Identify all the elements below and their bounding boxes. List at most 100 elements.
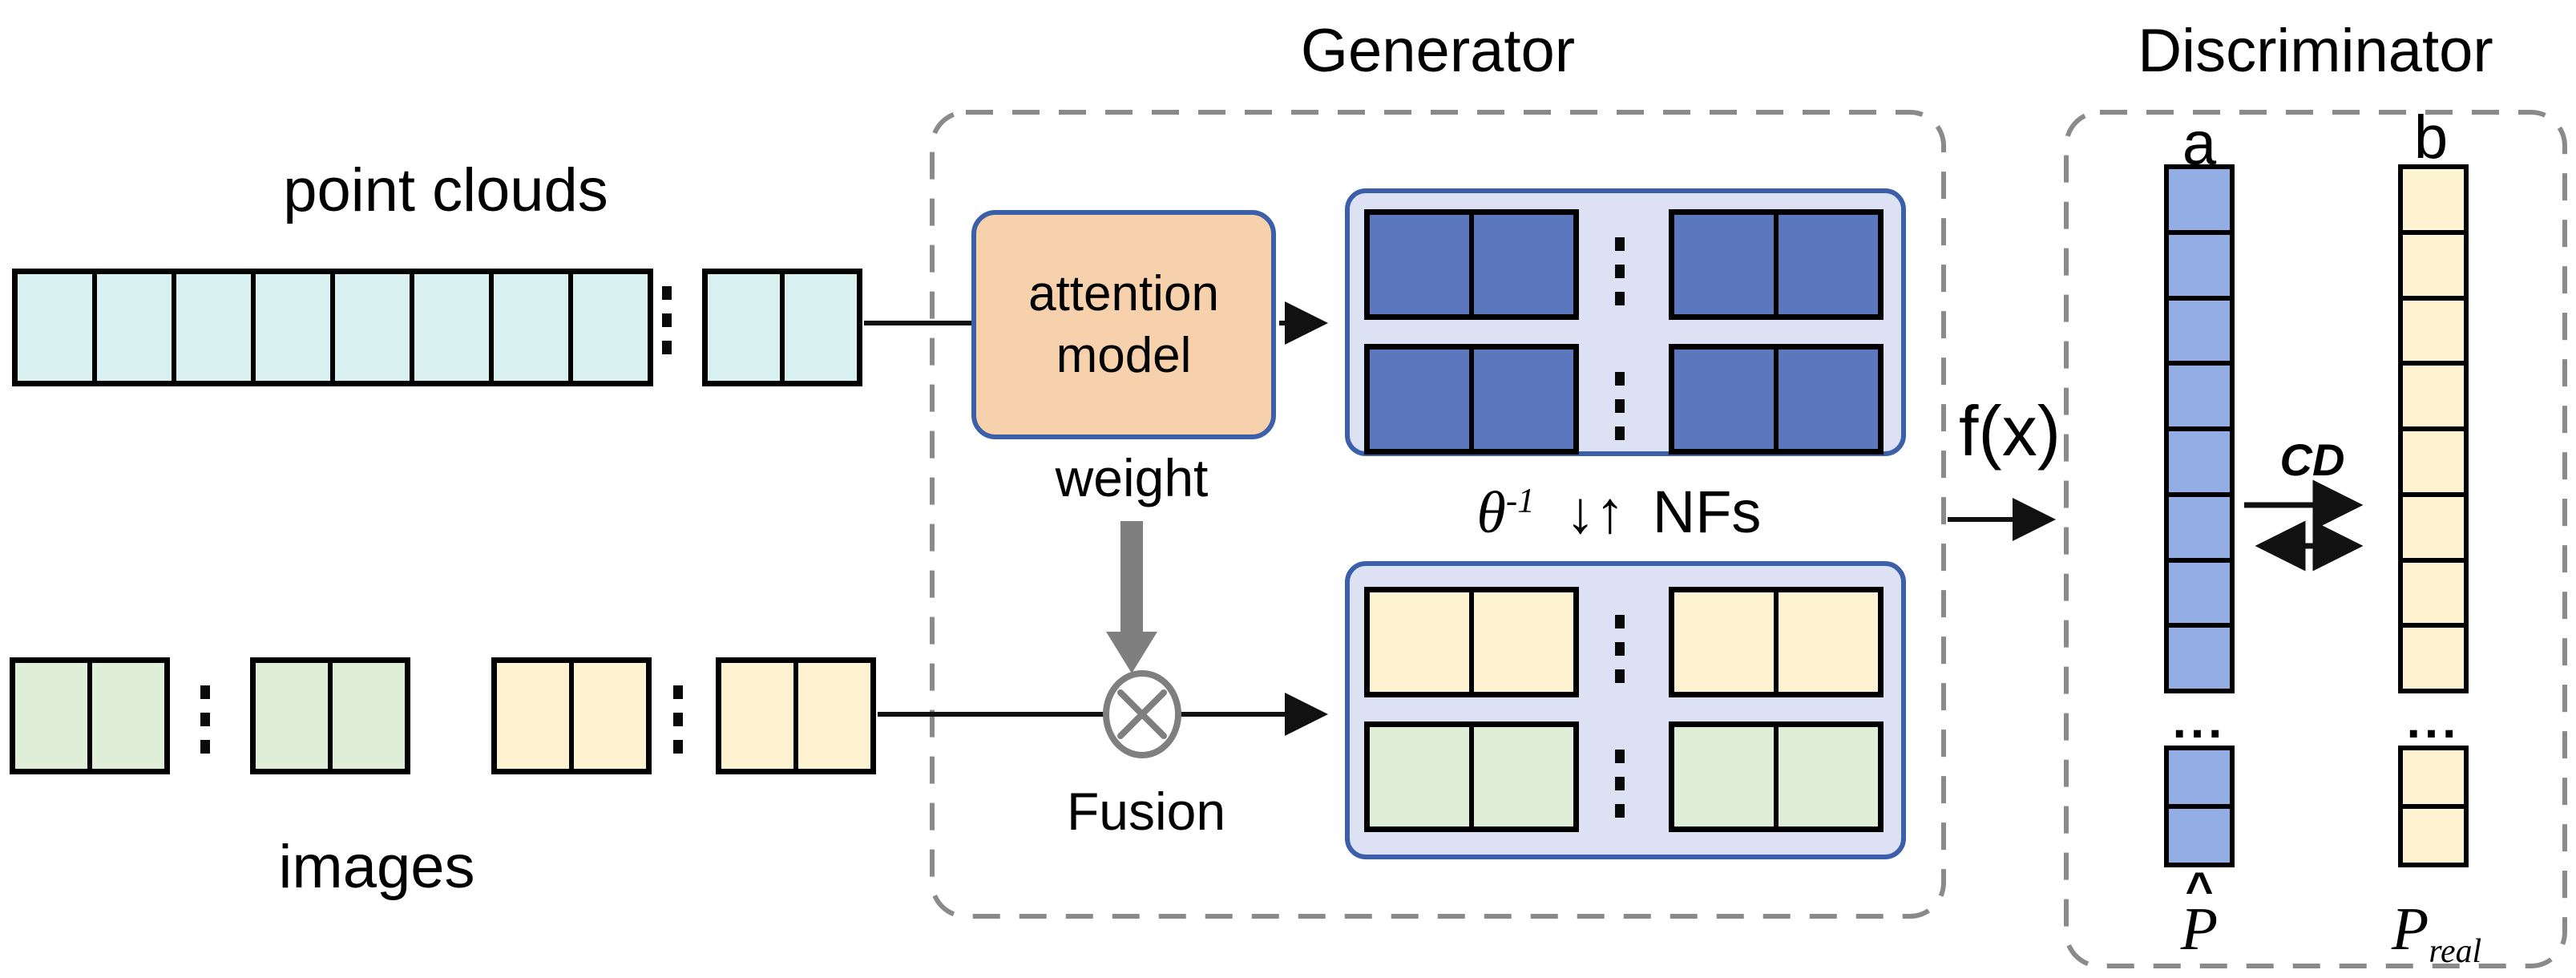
cell bbox=[2403, 562, 2464, 628]
vertical-ellipsis-icon bbox=[200, 685, 210, 754]
cell bbox=[414, 274, 494, 381]
image-feature-block bbox=[10, 657, 170, 774]
cell bbox=[1779, 215, 1878, 314]
nfs-label: NFs bbox=[1652, 479, 1762, 545]
cell bbox=[2403, 366, 2464, 431]
cell bbox=[1474, 350, 1573, 449]
cell bbox=[2403, 431, 2464, 497]
flow-updown-arrows-icon: ↓↑ bbox=[1565, 479, 1625, 545]
cell bbox=[2169, 628, 2230, 689]
cell bbox=[1674, 727, 1779, 826]
cell bbox=[497, 663, 574, 769]
cell bbox=[2169, 169, 2230, 235]
cell bbox=[15, 663, 92, 769]
cell bbox=[708, 274, 785, 381]
cell bbox=[1370, 727, 1474, 826]
cell bbox=[97, 274, 176, 381]
cell bbox=[333, 663, 405, 769]
cell bbox=[494, 274, 573, 381]
cell bbox=[1370, 592, 1474, 692]
vertical-ellipsis-icon bbox=[1615, 237, 1625, 305]
cell bbox=[2169, 750, 2230, 809]
flow-equation-label: θ-1 ↓↑ NFs bbox=[1395, 481, 1843, 545]
fusion-label: Fusion bbox=[1066, 782, 1226, 841]
weight-arrow-shaft bbox=[1120, 521, 1143, 632]
real-feature-column bbox=[2398, 164, 2469, 693]
cell bbox=[2403, 169, 2464, 235]
image-feature-block bbox=[491, 657, 652, 774]
cell bbox=[1474, 727, 1573, 826]
image-feature-block bbox=[250, 657, 410, 774]
cell bbox=[721, 663, 798, 769]
weight-arrow-head-icon bbox=[1106, 632, 1157, 673]
cell bbox=[2169, 496, 2230, 563]
theta-exponent: -1 bbox=[1505, 482, 1535, 520]
cd-metric-label: CD bbox=[2279, 434, 2345, 485]
p-real-label: Preal bbox=[2364, 895, 2509, 971]
cell bbox=[2169, 366, 2230, 431]
cell bbox=[1779, 350, 1878, 449]
cell bbox=[256, 663, 333, 769]
cell bbox=[1370, 350, 1474, 449]
p-real-subscript: real bbox=[2429, 933, 2482, 971]
real-feature-tail-block bbox=[2398, 746, 2469, 867]
vertical-ellipsis-icon bbox=[1615, 750, 1625, 818]
point-cloud-feature-tail-block bbox=[702, 269, 862, 386]
vertical-ellipsis-icon bbox=[662, 286, 672, 354]
cell bbox=[256, 274, 335, 381]
cell bbox=[92, 663, 164, 769]
cell bbox=[1674, 350, 1779, 449]
nf-block bbox=[1669, 209, 1884, 320]
cell bbox=[2169, 300, 2230, 366]
fusion-x-stroke bbox=[1117, 689, 1167, 739]
attention-model-label-line1: attention bbox=[1028, 265, 1219, 321]
cell bbox=[1674, 215, 1779, 314]
cell bbox=[2169, 431, 2230, 497]
images-label: images bbox=[278, 833, 475, 901]
cell bbox=[2169, 809, 2230, 863]
cell bbox=[1474, 215, 1573, 314]
cell bbox=[176, 274, 256, 381]
cell bbox=[2403, 750, 2464, 809]
attention-model-label-line2: model bbox=[1056, 328, 1192, 383]
nf-bottom-container bbox=[1345, 561, 1906, 859]
nf-block bbox=[1364, 721, 1579, 832]
nf-block bbox=[1669, 587, 1884, 697]
attention-model-box: attention model bbox=[971, 210, 1276, 439]
nf-block bbox=[1364, 209, 1579, 320]
cell bbox=[335, 274, 414, 381]
nf-block bbox=[1669, 721, 1884, 832]
cell bbox=[1779, 592, 1878, 692]
theta-symbol: θ bbox=[1476, 480, 1506, 546]
generated-feature-tail-block bbox=[2164, 746, 2235, 867]
cell bbox=[1370, 215, 1474, 314]
cell bbox=[2403, 234, 2464, 301]
discriminator-title: Discriminator bbox=[2138, 17, 2493, 85]
image-feature-block bbox=[716, 657, 876, 774]
point-cloud-feature-row bbox=[12, 269, 653, 386]
cell bbox=[2403, 300, 2464, 366]
generated-feature-column bbox=[2164, 164, 2235, 693]
cell bbox=[2169, 562, 2230, 628]
cell bbox=[785, 274, 857, 381]
cell bbox=[18, 274, 97, 381]
cell bbox=[1779, 727, 1878, 826]
vertical-ellipsis-icon bbox=[1615, 615, 1625, 683]
point-clouds-label: point clouds bbox=[283, 156, 608, 224]
cell bbox=[573, 274, 648, 381]
cell bbox=[2403, 628, 2464, 689]
cell bbox=[574, 663, 646, 769]
cell bbox=[2169, 234, 2230, 301]
cell bbox=[1674, 592, 1779, 692]
nf-block bbox=[1669, 344, 1884, 455]
generator-title: Generator bbox=[1300, 17, 1576, 85]
nf-block bbox=[1364, 587, 1579, 697]
cell bbox=[2403, 496, 2464, 563]
nf-block bbox=[1364, 344, 1579, 455]
fusion-x-stroke bbox=[1117, 689, 1167, 739]
p-real-base: P bbox=[2391, 895, 2429, 963]
p-hat-label: P bbox=[2180, 895, 2219, 963]
cell bbox=[798, 663, 870, 769]
discriminator-dashed-box bbox=[2064, 110, 2567, 968]
